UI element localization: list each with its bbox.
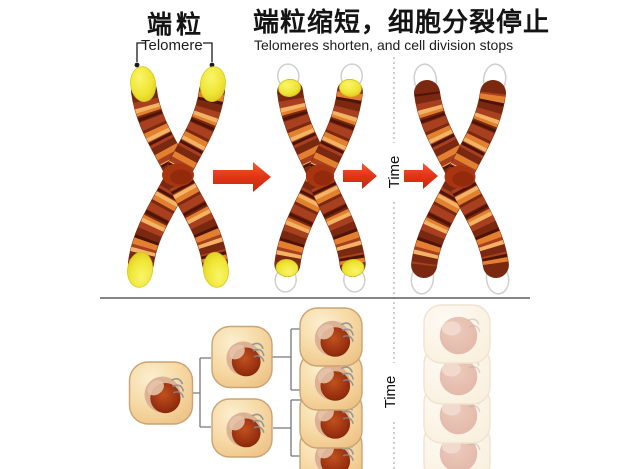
telomere-label-en: Telomere: [141, 37, 203, 54]
daughter-cell-top: [211, 325, 273, 389]
arrow-right-2-icon: [343, 163, 377, 189]
senescent-cell-1: [423, 304, 491, 364]
time-axis-label-bottom: Time: [382, 363, 400, 421]
chromosome-shortened-telomeres: [274, 63, 366, 293]
daughter-cell-bottom: [211, 398, 273, 458]
time-axis-label-top: Time: [386, 143, 404, 201]
senescent-cells-faded: [423, 304, 491, 469]
telomere-pointer-lines: [134, 42, 215, 68]
chromosome-full-telomeres: [127, 66, 229, 288]
granddaughter-cell-1: [299, 307, 363, 367]
parent-cell: [128, 361, 194, 425]
telomere-label-zh: 端粒: [147, 12, 206, 39]
arrow-right-1-icon: [213, 162, 271, 192]
figure-title-zh: 端粒缩短，细胞分裂停止: [253, 8, 551, 37]
figure-title-en: Telomeres shorten, and cell division sto…: [254, 37, 514, 53]
cell-lineage-connectors: [193, 328, 301, 457]
cell-division-tree: [128, 307, 363, 469]
arrow-right-3-icon: [404, 163, 438, 189]
chromosome-no-telomeres: [410, 63, 510, 295]
